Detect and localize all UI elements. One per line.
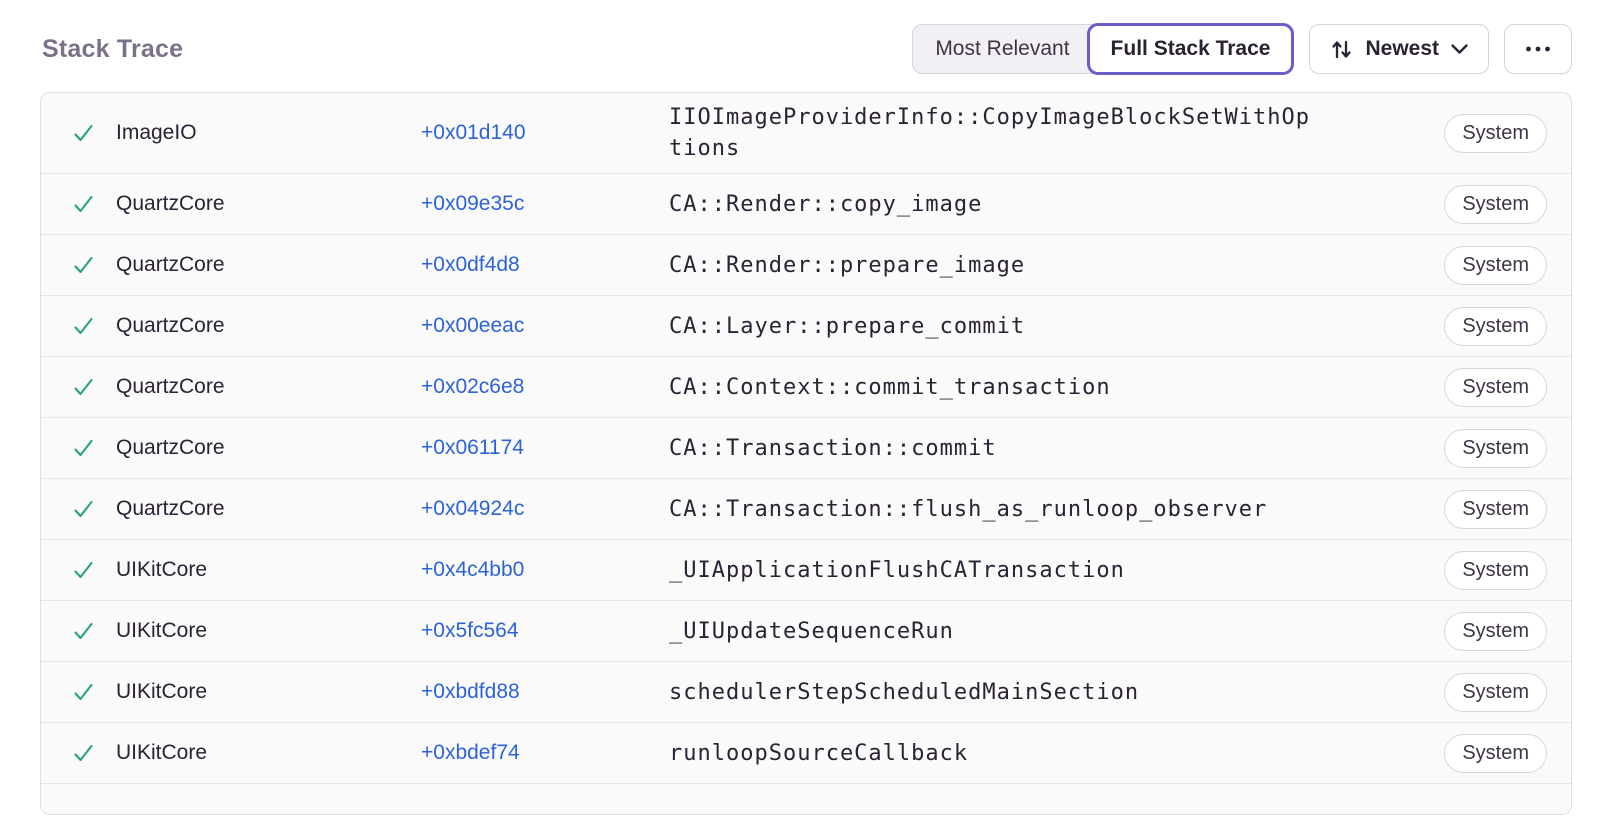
function-label: CA::Context::commit_transaction — [669, 374, 1111, 400]
view-toggle-segmented-control: Most Relevant Full Stack Trace — [912, 23, 1295, 75]
system-badge: System — [1444, 550, 1547, 590]
full-stack-trace-label: Full Stack Trace — [1110, 37, 1271, 60]
frame-row[interactable]: UIKitCore +0xbdef74 runloopSourceCallbac… — [41, 723, 1571, 784]
frame-row[interactable]: UIKitCore +0x5fc564 _UIUpdateSequenceRun… — [41, 601, 1571, 662]
frame-row[interactable]: QuartzCore +0x09e35c CA::Render::copy_im… — [41, 174, 1571, 235]
frame-row[interactable]: QuartzCore +0x00eeac CA::Layer::prepare_… — [41, 296, 1571, 357]
frame-status-check-icon — [71, 436, 116, 461]
function-label: CA::Transaction::flush_as_runloop_observ… — [669, 496, 1268, 522]
sort-arrows-icon — [1329, 37, 1354, 62]
function-label: _UIApplicationFlushCATransaction — [669, 557, 1125, 583]
module-label: UIKitCore — [116, 619, 208, 642]
address-link[interactable]: +0x5fc564 — [421, 619, 519, 642]
address-link[interactable]: +0x061174 — [421, 436, 524, 459]
frame-status-check-icon — [71, 558, 116, 583]
address-link[interactable]: +0xbdef74 — [421, 741, 520, 764]
function-label: CA::Transaction::commit — [669, 435, 997, 461]
module-label: UIKitCore — [116, 558, 208, 581]
system-badge: System — [1444, 672, 1547, 712]
frame-row[interactable]: UIKitCore +0xbdfd88 schedulerStepSchedul… — [41, 662, 1571, 723]
function-label: CA::Layer::prepare_commit — [669, 313, 1026, 339]
system-badge: System — [1444, 489, 1547, 529]
frame-row[interactable]: ImageIO +0x01d140 IIOImageProviderInfo::… — [41, 93, 1571, 174]
module-label: QuartzCore — [116, 314, 225, 337]
system-badge: System — [1444, 367, 1547, 407]
system-badge: System — [1444, 113, 1547, 153]
ellipsis-icon — [1524, 45, 1552, 53]
address-link[interactable]: +0x4c4bb0 — [421, 558, 525, 581]
more-options-button[interactable] — [1504, 24, 1572, 74]
frame-row[interactable]: UIKitCore +0x4c4bb0 _UIApplicationFlushC… — [41, 540, 1571, 601]
function-label: CA::Render::prepare_image — [669, 252, 1026, 278]
frame-status-check-icon — [71, 741, 116, 766]
frame-row[interactable]: QuartzCore +0x061174 CA::Transaction::co… — [41, 418, 1571, 479]
stack-trace-table: ImageIO +0x01d140 IIOImageProviderInfo::… — [40, 92, 1572, 815]
module-label: QuartzCore — [116, 192, 225, 215]
module-label: QuartzCore — [116, 497, 225, 520]
address-link[interactable]: +0x01d140 — [421, 121, 526, 144]
function-label: _UIUpdateSequenceRun — [669, 618, 954, 644]
address-link[interactable]: +0xbdfd88 — [421, 680, 520, 703]
module-label: QuartzCore — [116, 436, 225, 459]
frame-status-check-icon — [71, 253, 116, 278]
module-label: QuartzCore — [116, 253, 225, 276]
page-title: Stack Trace — [42, 34, 184, 63]
address-link[interactable]: +0x00eeac — [421, 314, 525, 337]
frame-status-check-icon — [71, 619, 116, 644]
partial-row — [41, 784, 1571, 814]
system-badge: System — [1444, 733, 1547, 773]
function-label: CA::Render::copy_image — [669, 191, 983, 217]
address-link[interactable]: +0x09e35c — [421, 192, 525, 215]
module-label: ImageIO — [116, 121, 197, 144]
function-label: runloopSourceCallback — [669, 740, 969, 766]
address-link[interactable]: +0x04924c — [421, 497, 525, 520]
system-badge: System — [1444, 184, 1547, 224]
frame-row[interactable]: QuartzCore +0x04924c CA::Transaction::fl… — [41, 479, 1571, 540]
address-link[interactable]: +0x0df4d8 — [421, 253, 520, 276]
frame-row[interactable]: QuartzCore +0x0df4d8 CA::Render::prepare… — [41, 235, 1571, 296]
sort-button[interactable]: Newest — [1309, 24, 1489, 74]
header-controls: Most Relevant Full Stack Trace Newest — [912, 23, 1572, 75]
function-label: schedulerStepScheduledMainSection — [669, 679, 1140, 705]
most-relevant-label: Most Relevant — [935, 37, 1070, 60]
most-relevant-button[interactable]: Most Relevant — [912, 24, 1111, 74]
module-label: UIKitCore — [116, 741, 208, 764]
frame-status-check-icon — [71, 375, 116, 400]
frame-status-check-icon — [71, 192, 116, 217]
system-badge: System — [1444, 611, 1547, 651]
module-label: UIKitCore — [116, 680, 208, 703]
function-label: IIOImageProviderInfo::CopyImageBlockSetW… — [669, 105, 1311, 161]
panel-header: Stack Trace Most Relevant Full Stack Tra… — [40, 22, 1572, 76]
module-label: QuartzCore — [116, 375, 225, 398]
address-link[interactable]: +0x02c6e8 — [421, 375, 525, 398]
system-badge: System — [1444, 428, 1547, 468]
chevron-down-icon — [1450, 43, 1469, 55]
sort-label: Newest — [1365, 37, 1439, 60]
frame-status-check-icon — [71, 680, 116, 705]
frame-row[interactable]: QuartzCore +0x02c6e8 CA::Context::commit… — [41, 357, 1571, 418]
full-stack-trace-button[interactable]: Full Stack Trace — [1086, 23, 1295, 75]
system-badge: System — [1444, 245, 1547, 285]
frame-status-check-icon — [71, 314, 116, 339]
system-badge: System — [1444, 306, 1547, 346]
frame-status-check-icon — [71, 121, 116, 146]
frame-status-check-icon — [71, 497, 116, 522]
